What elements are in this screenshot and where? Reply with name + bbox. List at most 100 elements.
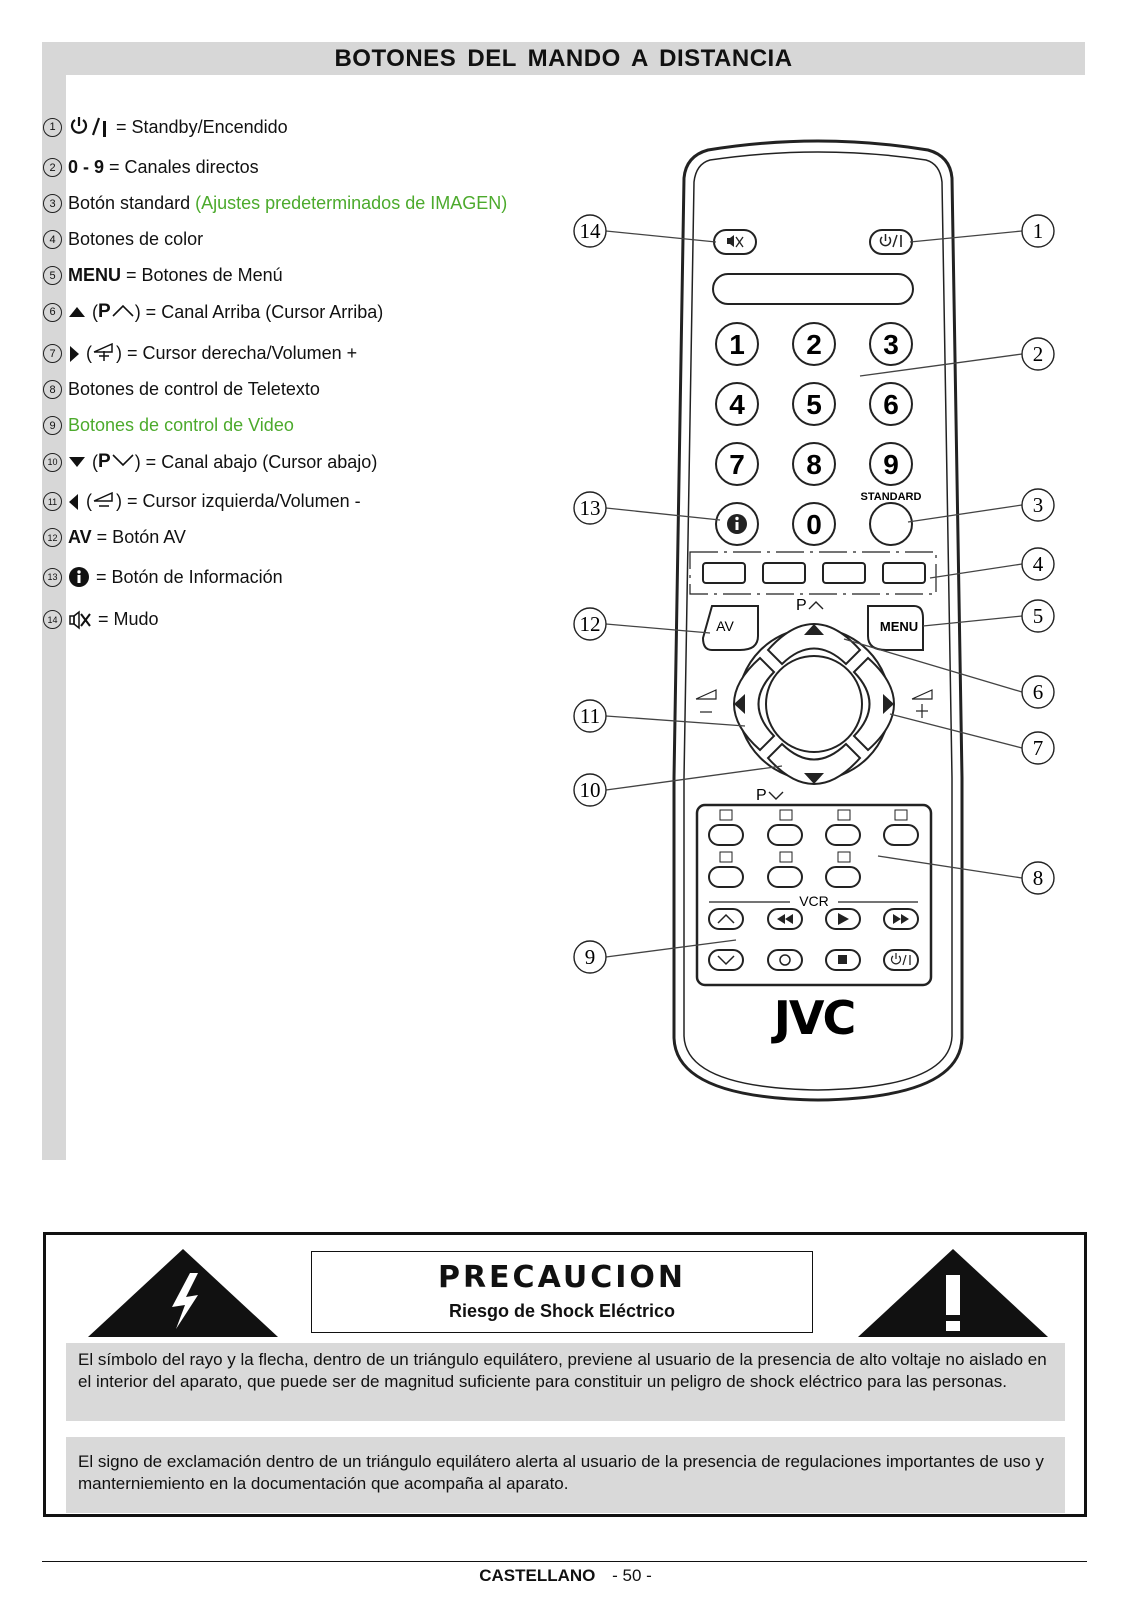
nav-left-arrow-icon	[734, 694, 745, 714]
av-button[interactable]	[701, 605, 759, 651]
yellow-button[interactable]	[822, 562, 866, 584]
legend-number: 7	[43, 344, 62, 363]
red-button[interactable]	[702, 562, 746, 584]
record-icon	[779, 954, 791, 966]
nav-left-button[interactable]	[733, 656, 776, 752]
remote-inner-outline	[683, 151, 953, 1091]
caution-box: PRECAUCION Riesgo de Shock Eléctrico El …	[43, 1232, 1087, 1517]
p-down-chevron-icon	[768, 791, 784, 800]
key-0-label: 0	[806, 509, 822, 540]
rewind-icon	[777, 914, 793, 924]
p-down-label: P	[756, 787, 767, 804]
menu-button[interactable]	[867, 605, 924, 651]
caution-title: PRECAUCION	[437, 1260, 687, 1295]
legend-number: 11	[43, 492, 62, 511]
callout-number: 7	[1033, 736, 1044, 760]
vcr-up-icon	[717, 913, 735, 924]
legend-number: 12	[43, 528, 62, 547]
paren-open: (	[92, 301, 98, 322]
teletext-button-4[interactable]	[883, 824, 919, 846]
legend-number: 2	[43, 158, 62, 177]
callout-number: 4	[1033, 552, 1044, 576]
av-label: AV	[716, 618, 734, 634]
page-title: BOTONES DEL MANDO A DISTANCIA	[334, 44, 793, 72]
key-6-button[interactable]	[869, 382, 913, 426]
p-letter: P	[98, 451, 111, 472]
key-2-button[interactable]	[792, 322, 836, 366]
standard-label: STANDARD	[861, 491, 922, 503]
legend-number: 10	[43, 452, 62, 472]
legend-item-6: 6 ( P ) = Canal Arriba (Cursor Arriba)	[43, 301, 383, 323]
mute-icon	[68, 609, 92, 630]
lightning-warning-text: El símbolo del rayo y la flecha, dentro …	[66, 1343, 1065, 1421]
nav-down-arrow-icon	[804, 773, 824, 784]
blue-button[interactable]	[882, 562, 926, 584]
legend-number: 4	[43, 230, 62, 249]
teletext-button-3[interactable]	[825, 824, 861, 846]
triangle-up-icon	[68, 305, 86, 319]
key-5-button[interactable]	[792, 382, 836, 426]
callout-number: 11	[580, 704, 600, 728]
legend-number: 3	[43, 194, 62, 213]
vcr-power-icon	[890, 953, 911, 966]
key-7-button[interactable]	[715, 442, 759, 486]
legend-item-8: 8 Botones de control de Teletexto	[43, 379, 320, 400]
legend-number: 14	[43, 610, 62, 629]
callout-circle	[573, 699, 607, 733]
caution-subtitle: Riesgo de Shock Eléctrico	[448, 1301, 676, 1321]
legend-item-12: 12 AV = Botón AV	[43, 527, 186, 548]
key-0-button[interactable]	[792, 502, 836, 546]
vcr-up-button[interactable]	[708, 908, 744, 930]
teletext-button-5[interactable]	[708, 866, 744, 888]
teletext-button-6[interactable]	[767, 866, 803, 888]
legend-item-7: 7 ( ) = Cursor derecha/Volumen +	[43, 340, 357, 367]
legend-text: ) = Canal abajo (Cursor abajo)	[134, 451, 378, 472]
page-number: - 50 -	[612, 1566, 652, 1585]
key-9-label: 9	[883, 449, 899, 480]
callout-circle	[573, 773, 607, 807]
legend-text: = Botón de Información	[96, 566, 283, 587]
teletext-button-7[interactable]	[825, 866, 861, 888]
volume-up-icon	[92, 340, 116, 367]
legend-item-1: 1 = Standby/Encendido	[43, 115, 288, 139]
key-8-button[interactable]	[792, 442, 836, 486]
fast-forward-icon	[893, 914, 909, 924]
exclamation-warning-icon	[858, 1249, 1048, 1337]
remote-volume-up-icon	[911, 689, 933, 718]
legend-item-4: 4 Botones de color	[43, 229, 203, 250]
vcr-down-button[interactable]	[708, 949, 744, 971]
nav-right-button[interactable]	[852, 656, 895, 752]
teletext-button-2[interactable]	[767, 824, 803, 846]
key-8-label: 8	[806, 449, 822, 480]
standard-button[interactable]	[869, 502, 913, 546]
vcr-record-button[interactable]	[767, 949, 803, 971]
legend-bold: MENU	[68, 265, 121, 285]
legend-green-text: (Ajustes predeterminados de IMAGEN)	[195, 193, 508, 213]
callout-number: 14	[580, 219, 602, 243]
callout-circle	[573, 491, 607, 525]
teletext-button-1[interactable]	[708, 824, 744, 846]
legend-number: 5	[43, 266, 62, 285]
nav-up-button[interactable]	[766, 623, 862, 666]
legend-number: 9	[43, 416, 62, 435]
paren-open: (	[86, 491, 92, 511]
callout-circle	[1021, 337, 1055, 371]
legend-item-13: 13 = Botón de Información	[43, 566, 283, 588]
triangle-down-icon	[68, 455, 86, 469]
key-1-button[interactable]	[715, 322, 759, 366]
key-4-button[interactable]	[715, 382, 759, 426]
vcr-down-icon	[717, 955, 735, 966]
key-9-button[interactable]	[869, 442, 913, 486]
callout-circle	[1021, 214, 1055, 248]
remote-control-illustration: 1 2 3 4 5 6 7 8 9 0 STANDARD AV MENU P	[573, 139, 1055, 1102]
nav-down-button[interactable]	[766, 742, 862, 785]
callout-circle	[1021, 547, 1055, 581]
callout-number: 1	[1033, 219, 1044, 243]
key-3-label: 3	[883, 329, 899, 360]
callout-labels: 14 1 2 13 3 4 12 5 6 11 7 10 8 9	[573, 214, 1055, 974]
green-button[interactable]	[762, 562, 806, 584]
callout-number: 6	[1033, 680, 1044, 704]
key-3-button[interactable]	[869, 322, 913, 366]
legend-bold: 0 - 9	[68, 157, 105, 177]
callout-circle	[1021, 731, 1055, 765]
